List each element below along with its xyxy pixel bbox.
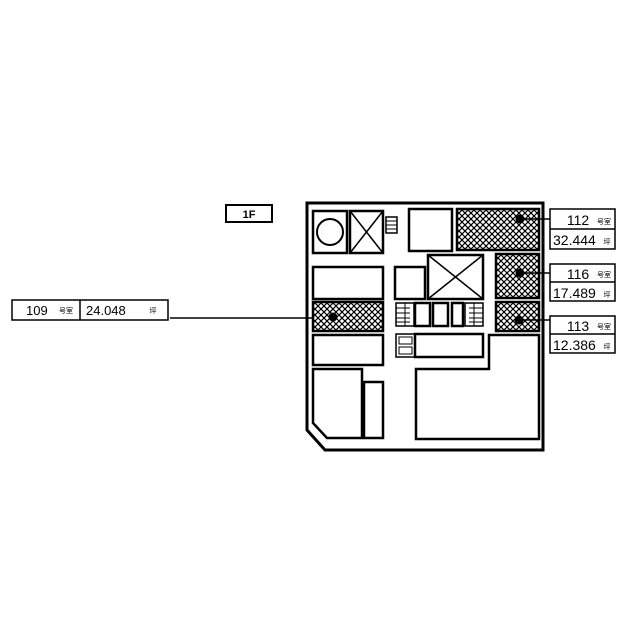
room-narrow bbox=[362, 380, 385, 440]
unit-116-room-suffix: 号室 bbox=[597, 270, 611, 279]
room-rect bbox=[311, 333, 385, 367]
stairs-left bbox=[395, 302, 415, 327]
unit-109-area[interactable] bbox=[311, 300, 385, 333]
corridor-room bbox=[413, 332, 485, 359]
toilet-booth bbox=[413, 301, 432, 328]
unit-113-area-unit: 坪 bbox=[604, 343, 611, 351]
elevator-x-box bbox=[426, 253, 485, 301]
round-column-room bbox=[311, 209, 349, 255]
stairs-small bbox=[385, 216, 398, 234]
unit-116-area-unit: 坪 bbox=[604, 291, 611, 299]
unit-112-area[interactable] bbox=[455, 207, 541, 252]
room-small bbox=[393, 265, 427, 301]
unit-112-label[interactable]: 112 号室 32.444 坪 bbox=[549, 208, 616, 250]
unit-113-label[interactable]: 113 号室 12.386 坪 bbox=[549, 315, 616, 354]
void-x-box bbox=[348, 209, 385, 255]
toilet-booth bbox=[431, 301, 450, 328]
room-corner bbox=[311, 367, 364, 440]
unit-116-label[interactable]: 116 号室 17.489 坪 bbox=[549, 263, 616, 302]
room-square bbox=[407, 207, 454, 253]
unit-112-area-unit: 坪 bbox=[604, 238, 611, 246]
room-rect bbox=[311, 265, 385, 301]
unit-113-area-value: 12.386 bbox=[553, 337, 596, 353]
unit-116-area-value: 17.489 bbox=[553, 285, 596, 301]
unit-109-label[interactable]: 109 号室 24.048 坪 bbox=[11, 299, 169, 321]
floor-label: 1F bbox=[225, 204, 273, 223]
unit-109-room: 109 bbox=[26, 303, 48, 318]
stairs-right bbox=[464, 302, 484, 327]
unit-112-area-value: 32.444 bbox=[553, 232, 596, 248]
floor-label-text: 1F bbox=[243, 209, 256, 221]
toilet-booth bbox=[450, 301, 465, 328]
stairs-lower bbox=[395, 333, 416, 358]
unit-109-area-unit: 坪 bbox=[150, 307, 157, 315]
unit-109-area-value: 24.048 bbox=[86, 303, 126, 318]
unit-116-room: 116 bbox=[567, 266, 590, 282]
unit-109-room-suffix: 号室 bbox=[59, 306, 73, 315]
unit-113-room: 113 bbox=[567, 318, 590, 334]
unit-112-room-suffix: 号室 bbox=[597, 217, 611, 226]
unit-113-room-suffix: 号室 bbox=[597, 322, 611, 331]
unit-112-room: 112 bbox=[567, 212, 590, 228]
circle-symbol bbox=[316, 218, 344, 246]
large-l-room bbox=[414, 333, 541, 441]
unit-109-marker bbox=[328, 312, 338, 322]
